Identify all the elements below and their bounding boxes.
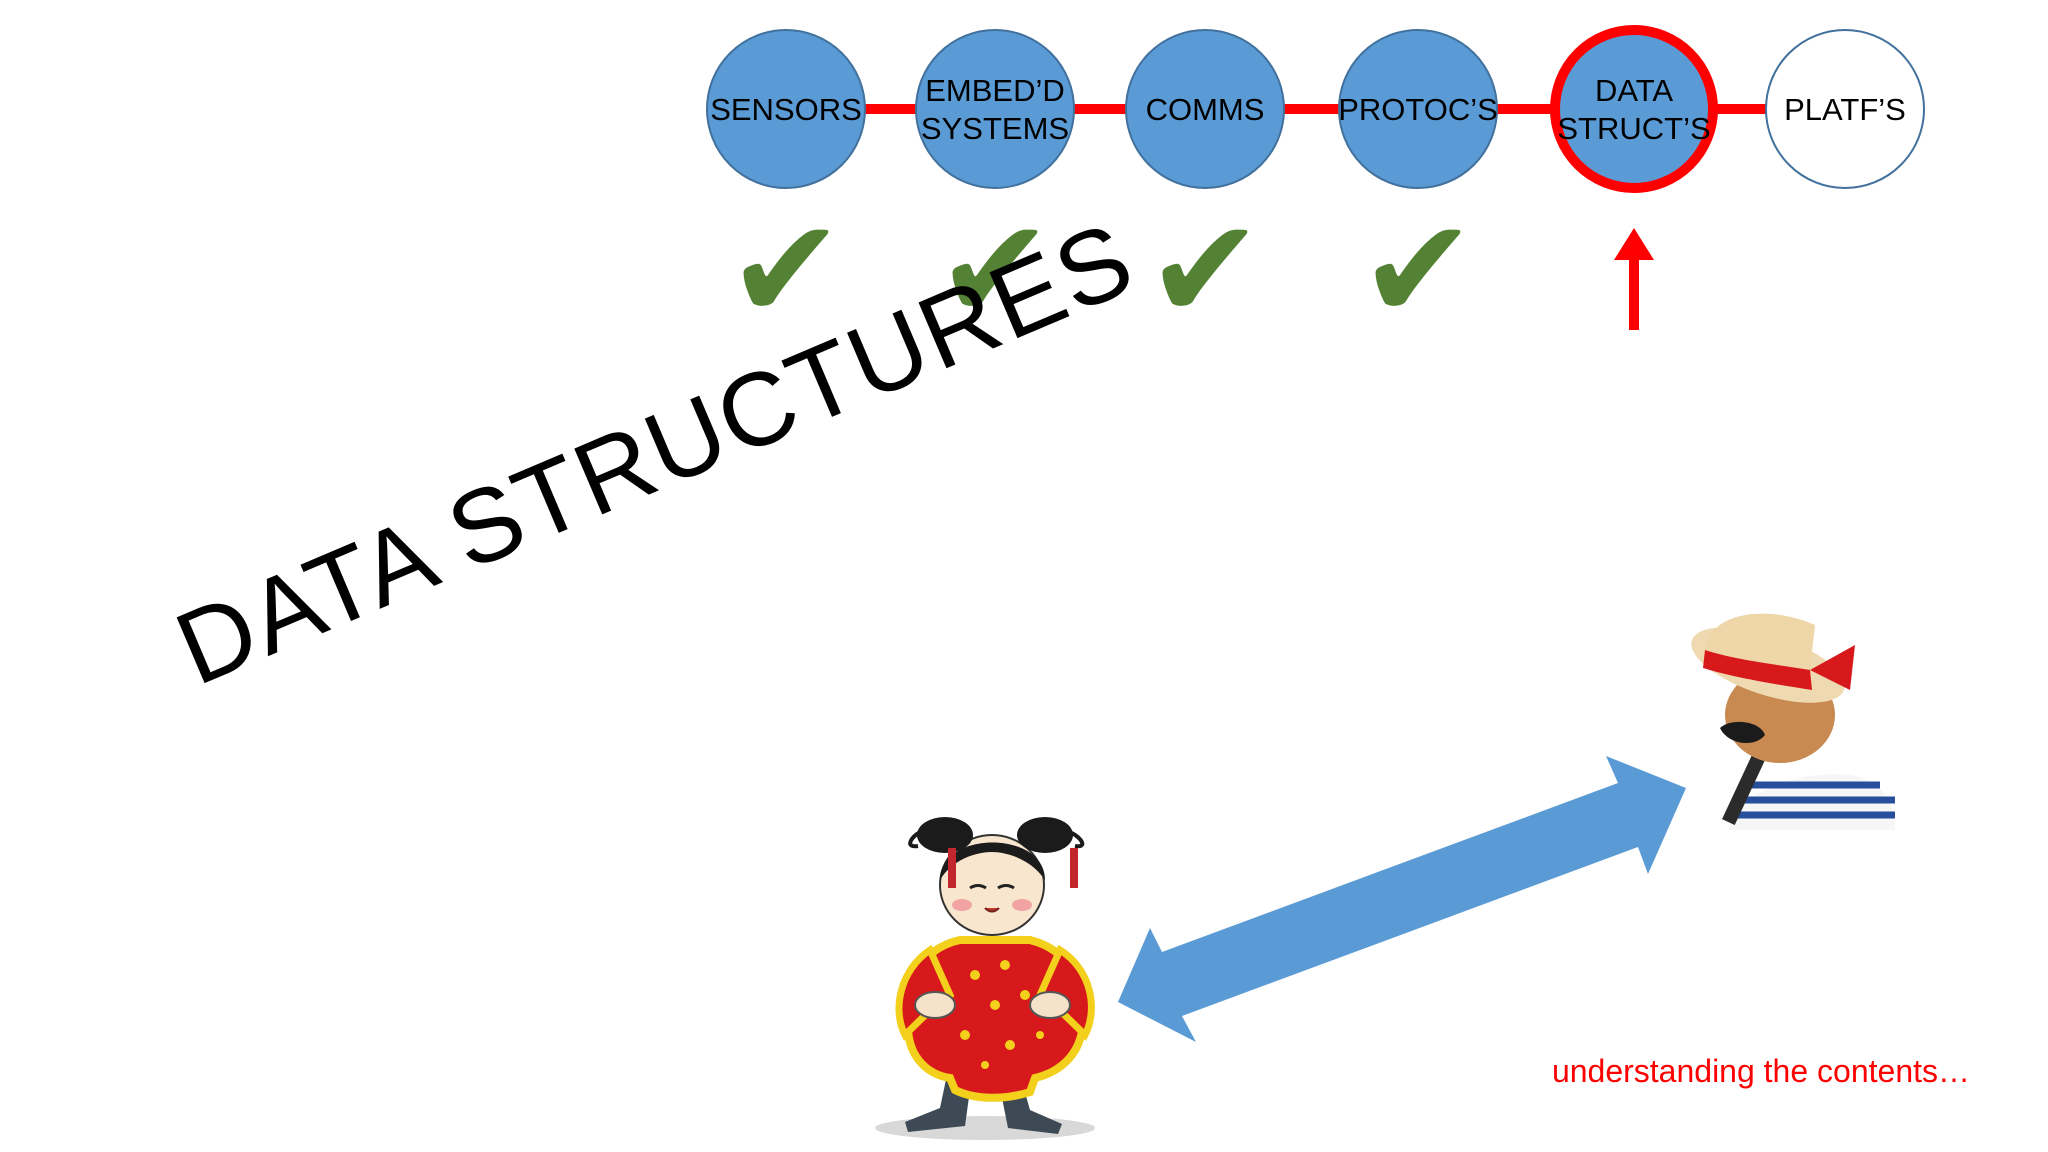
stage-circle — [706, 29, 866, 189]
stage-circle — [1338, 29, 1498, 189]
up-arrow-shaft — [1629, 258, 1639, 330]
checkmark-icon: ✔ — [1146, 189, 1263, 352]
stage-circle — [915, 29, 1075, 189]
stage-label: DATA — [1595, 73, 1673, 108]
stage-circle — [1765, 29, 1925, 189]
stage-label: SYSTEMS — [921, 111, 1069, 146]
caption-text: understanding the contents… — [1551, 1053, 1970, 1089]
double-arrow-icon — [1118, 756, 1686, 1042]
up-arrow-icon — [1614, 228, 1654, 260]
checkmark-icon: ✔ — [1359, 189, 1476, 352]
pipeline-stage: PLATF’S — [1765, 29, 1925, 189]
stage-label: COMMS — [1146, 92, 1265, 127]
gondolier-figure-icon — [1691, 613, 1895, 830]
stage-label: SENSORS — [710, 92, 862, 127]
stage-circle — [1125, 29, 1285, 189]
girl-figure-icon — [875, 817, 1095, 1140]
pipeline-checks: ✔ ✔ ✔ ✔ — [727, 189, 1476, 352]
checkmark-icon: ✔ — [936, 189, 1053, 352]
stage-circle — [1550, 25, 1718, 193]
stage-label: STRUCT’S — [1557, 111, 1710, 146]
pipeline-stage: SENSORS — [706, 29, 866, 189]
current-stage-pointer — [1614, 228, 1654, 330]
pipeline-stage: COMMS — [1125, 29, 1285, 189]
pipeline-stage: PROTOC’S — [1338, 29, 1498, 189]
stage-label: EMBED’D — [925, 73, 1065, 108]
checkmark-icon: ✔ — [727, 189, 844, 352]
stage-label: PROTOC’S — [1338, 92, 1498, 127]
stage-label: PLATF’S — [1784, 92, 1906, 127]
